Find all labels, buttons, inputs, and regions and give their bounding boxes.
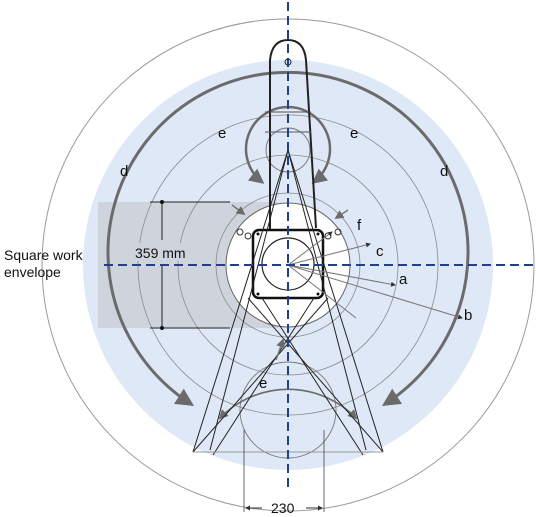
label-e-top-left: e [218, 125, 226, 142]
label-d-left: d [120, 163, 128, 180]
dimension-230-label: 230 [271, 500, 295, 516]
label-c: c [376, 243, 384, 260]
side-label-line1: Square work [4, 247, 83, 263]
side-label-line2: envelope [4, 264, 61, 280]
radius-arrows [287, 231, 463, 320]
dimension-359-label: 359 mm [135, 245, 186, 261]
label-f: f [357, 217, 362, 234]
label-d-right: d [440, 163, 448, 180]
label-a: a [399, 271, 408, 288]
square-work-envelope-label: Square work envelope [4, 247, 83, 281]
label-b: b [464, 307, 472, 324]
label-e-bottom: e [259, 375, 267, 392]
robot-arm-outline [269, 38, 317, 230]
joint-limit-arrows [231, 204, 349, 361]
arc-e-bottom [218, 388, 358, 420]
label-e-top-right: e [350, 125, 358, 142]
